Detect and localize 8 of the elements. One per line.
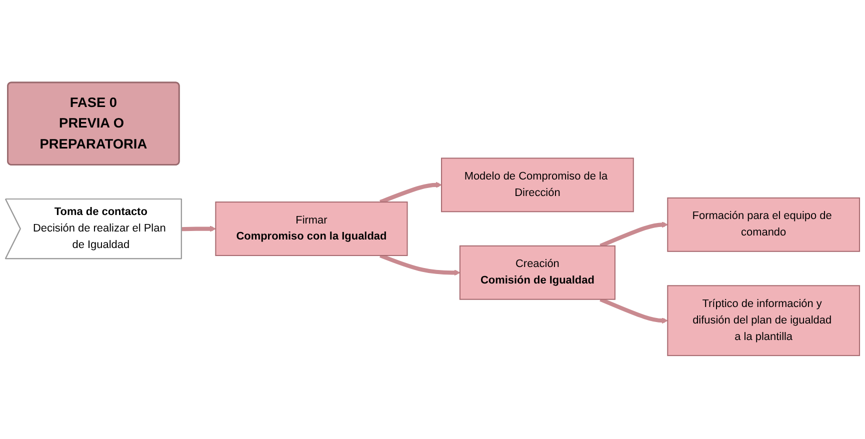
arrow xyxy=(380,254,460,276)
node-box: Firmar Compromiso con la Igualdad xyxy=(215,202,408,256)
node-box: Creación Comisión de Igualdad xyxy=(459,246,616,300)
arrow xyxy=(380,182,442,204)
node-box: Modelo de Compromiso de la Dirección xyxy=(441,158,634,213)
node-box: Tríptico de información y difusión del plan de igualdad a la plantilla xyxy=(667,286,860,357)
arrow xyxy=(182,226,216,232)
node-box: Formación para el equipo de comando xyxy=(667,198,860,252)
